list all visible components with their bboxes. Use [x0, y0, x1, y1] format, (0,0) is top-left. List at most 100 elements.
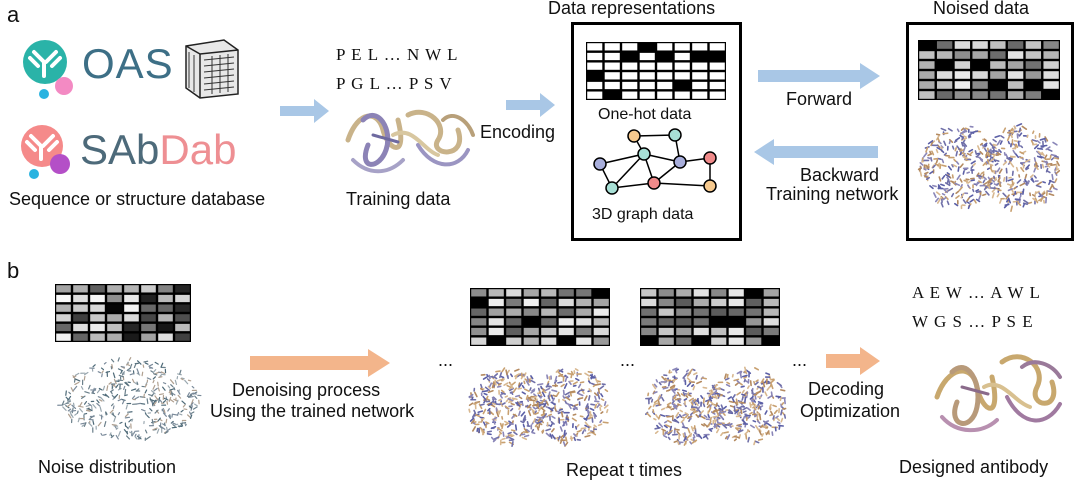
cloud-point: [593, 392, 599, 397]
cloud-point: [144, 429, 148, 434]
cloud-point: [966, 196, 971, 202]
point-cloud-icon-2: [645, 366, 787, 446]
grid-cell: [763, 327, 779, 336]
cloud-point: [152, 427, 158, 431]
cloud-point: [646, 412, 652, 418]
cloud-point: [554, 375, 558, 382]
cloud-point: [109, 432, 112, 436]
cloud-point: [753, 380, 756, 386]
oas-logo-icon: [23, 40, 73, 99]
cloud-point: [706, 404, 711, 409]
cloud-point: [666, 402, 672, 406]
cloud-point: [667, 429, 673, 434]
cloud-point: [162, 399, 167, 403]
cloud-point: [521, 384, 525, 389]
cloud-point: [961, 144, 966, 148]
cloud-point: [688, 368, 693, 375]
cloud-point: [989, 166, 994, 173]
cloud-point: [749, 395, 754, 400]
grid-cell: [657, 91, 673, 99]
cloud-point: [74, 378, 81, 382]
cloud-point: [527, 403, 532, 409]
cloud-point: [549, 433, 553, 439]
cloud-point: [117, 412, 121, 416]
cloud-point: [576, 390, 581, 394]
cloud-point: [165, 426, 168, 431]
cloud-point: [1021, 125, 1028, 130]
cloud-point: [124, 388, 127, 396]
cloud-point: [187, 379, 192, 382]
cloud-point: [673, 440, 679, 443]
cloud-point: [775, 415, 779, 419]
cloud-point: [100, 432, 103, 437]
cloud-point: [574, 368, 579, 372]
grid-cell: [1043, 71, 1059, 79]
cloud-point: [556, 370, 562, 376]
cloud-point: [480, 383, 483, 389]
cloud-point: [112, 384, 116, 388]
cloud-point: [534, 398, 538, 403]
designed-caption: Designed antibody: [899, 457, 1049, 477]
grid-cell: [919, 71, 935, 79]
grid-cell: [622, 52, 638, 61]
grid-cell: [558, 318, 574, 326]
cloud-point: [671, 400, 675, 405]
cloud-point: [966, 152, 972, 157]
cloud-point: [527, 410, 532, 417]
cloud-point: [977, 145, 981, 151]
cloud-point: [700, 423, 705, 427]
cloud-point: [1018, 132, 1023, 137]
cloud-point: [966, 171, 971, 174]
grid-cell: [576, 327, 592, 336]
cloud-point: [587, 425, 592, 428]
grid-cell: [972, 91, 988, 99]
cloud-point: [146, 398, 149, 405]
cloud-point: [686, 377, 692, 382]
grid-cell: [709, 91, 725, 99]
cloud-point: [1033, 144, 1040, 150]
cloud-point: [764, 420, 770, 424]
cloud-point: [765, 372, 771, 376]
cloud-point: [507, 431, 512, 435]
panel-a-label: a: [7, 2, 20, 27]
grid-cell: [622, 81, 638, 90]
cloud-point: [1006, 135, 1011, 142]
cloud-point: [152, 369, 157, 373]
cloud-point: [755, 425, 760, 431]
grid-cell: [657, 72, 673, 80]
cloud-point: [487, 407, 491, 412]
cloud-point: [691, 439, 698, 444]
cloud-point: [562, 432, 568, 439]
cloud-point: [1047, 148, 1053, 152]
cloud-point: [127, 425, 131, 430]
decoding-arrow-icon: [826, 347, 880, 375]
cloud-point: [184, 379, 189, 385]
cloud-point: [979, 142, 984, 146]
cloud-point: [981, 143, 985, 148]
cloud-point: [577, 383, 582, 389]
cloud-point: [696, 398, 700, 404]
cloud-point: [504, 423, 508, 426]
cloud-point: [102, 433, 107, 436]
cloud-point: [731, 397, 735, 403]
cloud-point: [497, 409, 502, 415]
cloud-point: [992, 170, 996, 174]
cloud-point: [190, 411, 195, 415]
cloud-point: [141, 371, 144, 377]
grid-cell: [158, 285, 173, 293]
cloud-point: [506, 435, 510, 439]
cloud-point: [767, 395, 772, 399]
cloud-point: [753, 399, 757, 403]
grid-cell: [954, 51, 971, 59]
cloud-point: [110, 434, 115, 439]
sabdab-logo-icon: [21, 125, 70, 179]
cloud-point: [575, 377, 580, 382]
cloud-point: [1002, 127, 1007, 134]
grid-cell: [676, 298, 692, 307]
grid-cell: [576, 308, 592, 316]
cloud-point: [171, 422, 177, 425]
cloud-point: [487, 402, 494, 407]
cloud-point: [992, 153, 996, 158]
cloud-point: [1024, 173, 1028, 179]
grid-cell: [107, 285, 122, 293]
